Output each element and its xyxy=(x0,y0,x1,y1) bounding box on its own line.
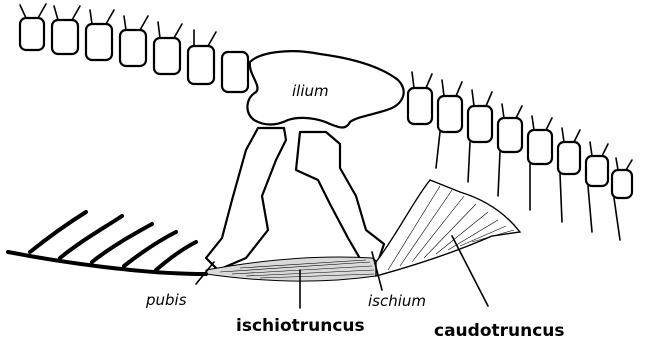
vertebra xyxy=(52,6,80,54)
caudotruncus-leader xyxy=(452,236,488,306)
ischiotruncus-label: ischiotruncus xyxy=(236,316,365,336)
vertebra xyxy=(612,158,632,198)
gastralia xyxy=(8,212,206,274)
vertebra xyxy=(408,72,432,124)
pubis-label: pubis xyxy=(145,291,187,309)
vertebra xyxy=(468,90,492,142)
vertebra xyxy=(528,116,552,164)
ilium-label: ilium xyxy=(292,82,329,100)
vertebra xyxy=(20,4,46,50)
vertebra xyxy=(86,10,114,60)
vertebra xyxy=(154,22,182,74)
pubis-bone xyxy=(206,128,286,270)
vertebra xyxy=(558,128,580,174)
vertebra xyxy=(120,16,148,66)
ischium-label: ischium xyxy=(368,292,426,310)
ischium-bone xyxy=(296,132,384,262)
vertebra xyxy=(188,30,216,84)
vertebra xyxy=(586,142,608,186)
vertebra xyxy=(222,52,248,92)
vertebra xyxy=(438,80,462,132)
vertebra xyxy=(498,104,522,152)
caudotruncus-label: caudotruncus xyxy=(434,321,565,341)
